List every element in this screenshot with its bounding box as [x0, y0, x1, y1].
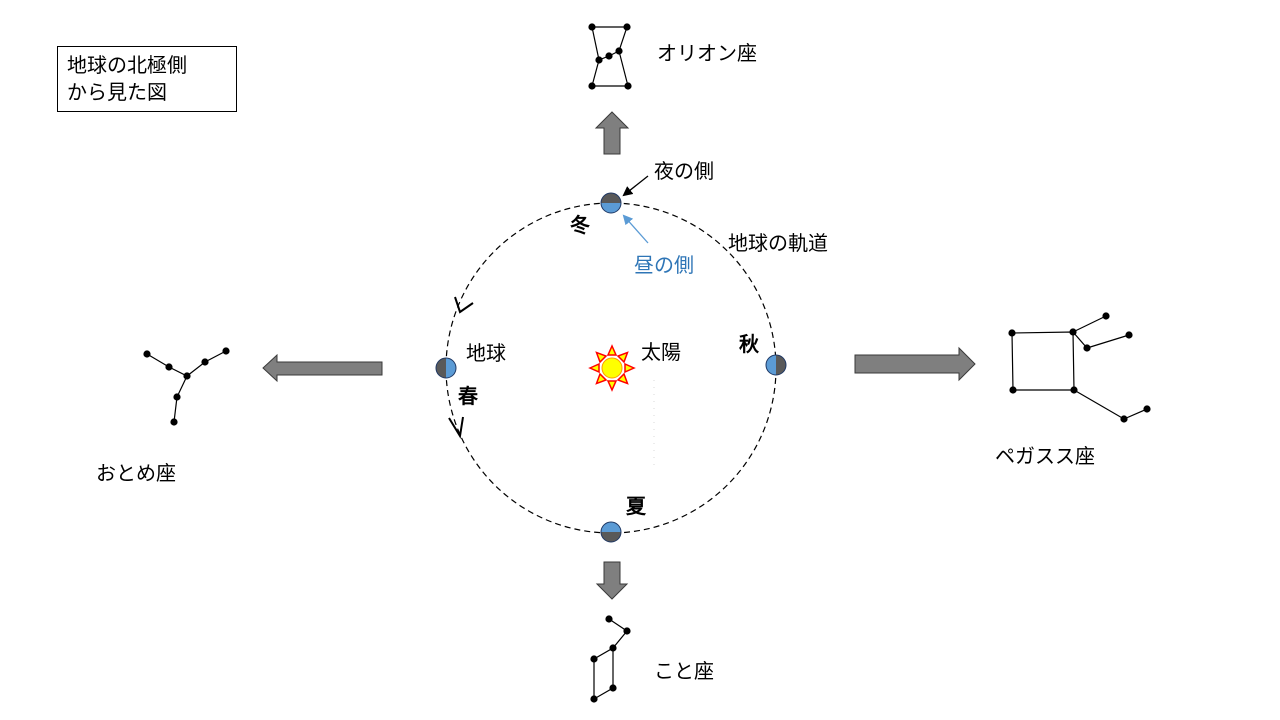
- earth-summer: [600, 521, 622, 543]
- earth-label: 地球: [466, 341, 506, 365]
- night-side-pointer: [622, 175, 649, 197]
- arrow-up-to-orion: [594, 111, 630, 155]
- virgo-label: おとめ座: [96, 461, 176, 485]
- caption-line-1: 地球の北極側: [67, 53, 187, 77]
- orion-label: オリオン座: [657, 41, 757, 65]
- night-side-label: 夜の側: [654, 159, 714, 183]
- orion-constellation-icon: [588, 23, 632, 90]
- day-side-label: 昼の側: [634, 253, 694, 277]
- earth-spring: [435, 357, 457, 379]
- caption-box: 地球の北極側 から見た図: [57, 46, 237, 112]
- lyra-constellation-icon: [590, 615, 631, 703]
- season-autumn-label: 秋: [739, 332, 759, 356]
- lyra-label: こと座: [654, 659, 714, 683]
- season-summer-label: 夏: [626, 494, 646, 518]
- pegasus-constellation-icon: [1008, 312, 1151, 423]
- arrow-left-to-virgo: [262, 353, 383, 383]
- pegasus-label: ペガスス座: [995, 444, 1095, 468]
- arrow-down-to-lyra: [595, 561, 629, 600]
- virgo-constellation-icon: [143, 347, 230, 426]
- day-side-pointer: [622, 214, 649, 244]
- orbit-direction-chevron-upper: [454, 296, 474, 314]
- season-spring-label: 春: [458, 384, 478, 408]
- arrow-right-to-pegasus: [854, 346, 976, 382]
- caption-line-2: から見た図: [67, 80, 167, 104]
- earth-autumn: [765, 354, 787, 376]
- orbit-label: 地球の軌道: [728, 231, 828, 255]
- earth-winter: [600, 192, 622, 214]
- season-winter-label: 冬: [570, 213, 590, 237]
- orbit-direction-chevron-lower: [448, 416, 464, 439]
- sun-icon: [588, 344, 636, 392]
- sun-label: 太陽: [641, 340, 681, 364]
